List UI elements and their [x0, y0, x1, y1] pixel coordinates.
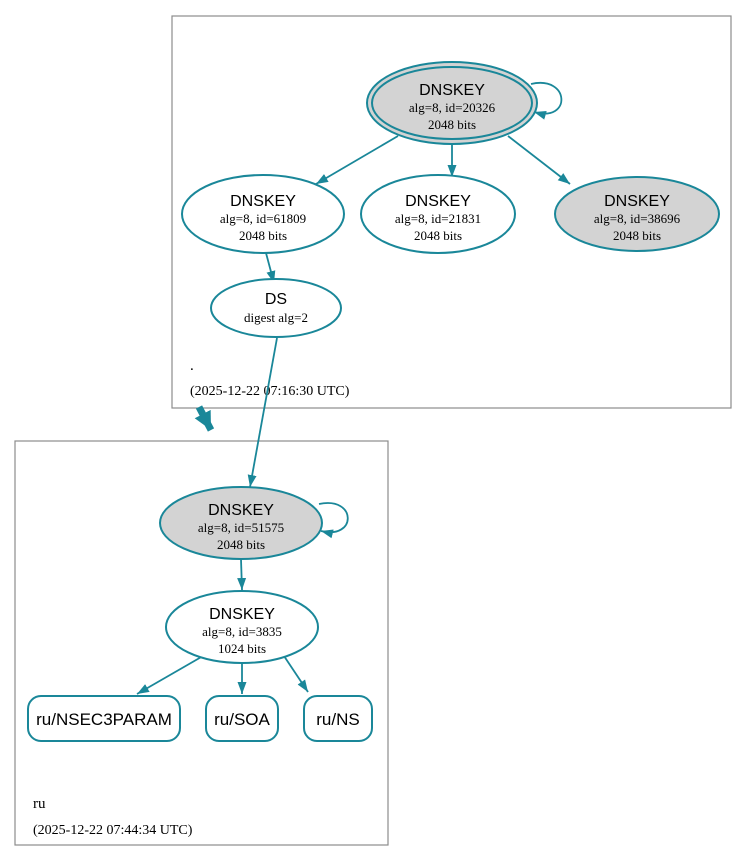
- edge-ksk51575-to-zsk3835: [237, 558, 247, 591]
- node-detail-alg: alg=8, id=3835: [202, 624, 282, 639]
- node-title: DNSKEY: [419, 82, 485, 99]
- node-detail-bits: 2048 bits: [428, 117, 476, 132]
- rrset-node-soa[interactable]: ru/SOA: [205, 695, 279, 742]
- node-detail-alg: alg=8, id=21831: [395, 211, 481, 226]
- node-title: DNSKEY: [604, 193, 670, 210]
- node-title: DS: [265, 291, 287, 308]
- edge-zsk3835-to-nsec3param: [136, 655, 204, 695]
- zone-box-root: [171, 15, 732, 409]
- dnskey-node-51575[interactable]: DNSKEY alg=8, id=51575 2048 bits: [159, 486, 323, 560]
- ksk-outer-ellipse[interactable]: [366, 61, 538, 145]
- node-title: DNSKEY: [209, 606, 275, 623]
- rrset-rect[interactable]: [27, 695, 181, 742]
- rrset-rect[interactable]: [205, 695, 279, 742]
- selfloop-edge-ksk51575: [318, 502, 349, 539]
- node-detail-bits: 2048 bits: [613, 228, 661, 243]
- dnskey-node-20326[interactable]: DNSKEY alg=8, id=20326 2048 bits: [366, 61, 538, 145]
- delegation-arrow-root-to-ru: [194, 405, 215, 432]
- node-title: DNSKEY: [208, 502, 274, 519]
- node-detail-bits: 2048 bits: [217, 537, 265, 552]
- zsk-ellipse[interactable]: [360, 174, 516, 254]
- zone-box-ru: [14, 440, 389, 846]
- edge-zsk3835-to-ns: [283, 655, 309, 693]
- ksk-ellipse[interactable]: [159, 486, 323, 560]
- dnskey-node-21831[interactable]: DNSKEY alg=8, id=21831 2048 bits: [360, 174, 516, 254]
- node-detail-bits: 1024 bits: [218, 641, 266, 656]
- node-detail-alg: alg=8, id=61809: [220, 211, 306, 226]
- zsk-ellipse[interactable]: [181, 174, 345, 254]
- node-title: DNSKEY: [405, 193, 471, 210]
- edge-ksk20326-to-zsk38696: [507, 135, 571, 185]
- ds-node-root[interactable]: DS digest alg=2: [210, 278, 342, 338]
- rrset-node-ns[interactable]: ru/NS: [303, 695, 373, 742]
- zone-timestamp-ru: (2025-12-22 07:44:34 UTC): [33, 823, 193, 838]
- dnskey-node-38696[interactable]: DNSKEY alg=8, id=38696 2048 bits: [554, 176, 720, 252]
- edge-ksk20326-to-zsk61809: [315, 135, 399, 185]
- selfloop-edge-ksk20326: [530, 81, 563, 120]
- node-detail-bits: 2048 bits: [414, 228, 462, 243]
- node-detail-alg: alg=8, id=38696: [594, 211, 681, 226]
- rrset-label: ru/NS: [316, 710, 359, 729]
- node-detail-alg: alg=8, id=20326: [409, 100, 496, 115]
- zone-label-ru: ru: [33, 796, 46, 812]
- node-detail-alg: alg=8, id=51575: [198, 520, 284, 535]
- zsk-ellipse[interactable]: [554, 176, 720, 252]
- rrset-label: ru/NSEC3PARAM: [36, 710, 172, 729]
- rrset-node-nsec3param[interactable]: ru/NSEC3PARAM: [27, 695, 181, 742]
- zone-label-root: .: [190, 358, 194, 374]
- dnskey-node-61809[interactable]: DNSKEY alg=8, id=61809 2048 bits: [181, 174, 345, 254]
- ksk-inner-ellipse: [371, 66, 533, 140]
- zsk-ellipse[interactable]: [165, 590, 319, 664]
- zone-timestamp-root: (2025-12-22 07:16:30 UTC): [190, 384, 350, 399]
- edge-ds-to-ksk51575: [247, 337, 278, 488]
- node-title: DNSKEY: [230, 193, 296, 210]
- dnskey-node-3835[interactable]: DNSKEY alg=8, id=3835 1024 bits: [165, 590, 319, 664]
- rrset-rect[interactable]: [303, 695, 373, 742]
- rrset-label: ru/SOA: [214, 710, 270, 729]
- ds-ellipse[interactable]: [210, 278, 342, 338]
- node-detail-bits: 2048 bits: [239, 228, 287, 243]
- node-detail-digest: digest alg=2: [244, 310, 308, 325]
- edge-zsk61809-to-ds: [265, 252, 276, 284]
